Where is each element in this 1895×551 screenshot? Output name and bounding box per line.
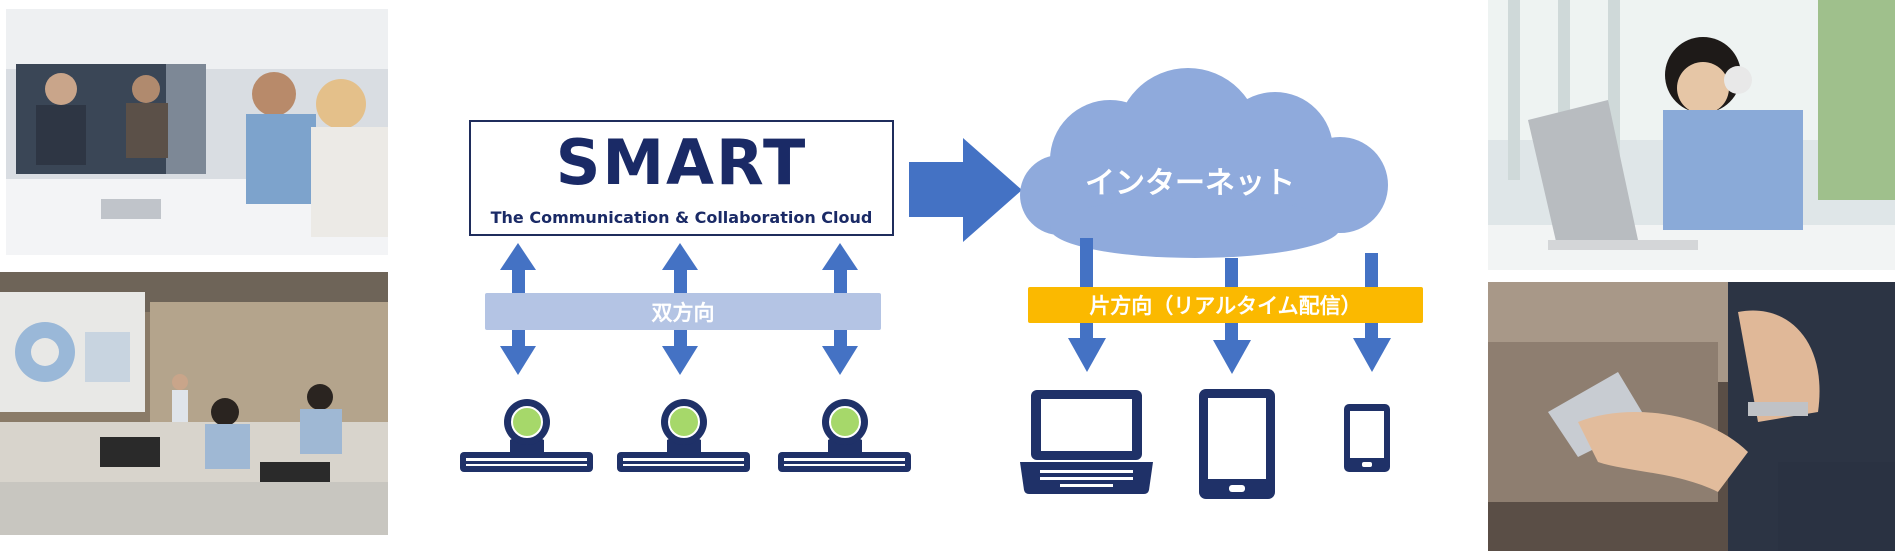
photo-seminar-room xyxy=(0,272,388,535)
internet-cloud-icon xyxy=(1020,68,1388,258)
smartphone-icon xyxy=(1344,404,1390,472)
video-conference-terminal-icon xyxy=(460,399,593,472)
laptop-icon xyxy=(1020,390,1153,494)
smart-title: SMART xyxy=(555,126,808,199)
big-right-arrow xyxy=(909,138,1022,242)
video-conference-terminal-icon xyxy=(778,399,911,472)
oneway-label-bar: 片方向（リアルタイム配信） xyxy=(1028,287,1423,323)
video-conference-terminal-icon xyxy=(617,399,750,472)
photo-man-with-smartphone xyxy=(1488,282,1895,551)
tablet-icon xyxy=(1199,389,1275,499)
photo-video-conference-meeting xyxy=(6,9,388,255)
smart-service-box: SMART The Communication & Collaboration … xyxy=(469,120,894,236)
internet-label: インターネット xyxy=(1085,166,1295,201)
photo-woman-with-headphones-laptop xyxy=(1488,0,1895,270)
bidirectional-label-bar: 双方向 xyxy=(485,293,881,330)
smart-subtitle: The Communication & Collaboration Cloud xyxy=(490,208,873,227)
